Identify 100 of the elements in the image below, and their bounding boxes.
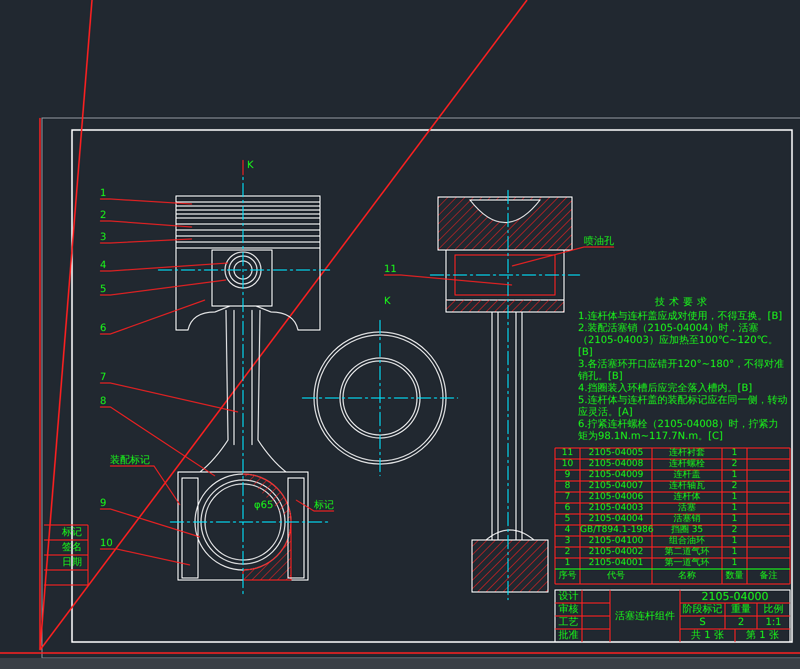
quantity: 1 <box>730 558 738 569</box>
title-block-text: 重量 <box>730 604 752 615</box>
leader-line <box>296 500 334 512</box>
leader-line <box>100 300 206 334</box>
title-block-text: 1:1 <box>764 617 783 628</box>
part-code: 2105-04005 <box>588 448 644 459</box>
leader-line <box>100 238 192 244</box>
title-block-text: 审核 <box>558 604 580 615</box>
callout-number: 2 <box>100 210 106 221</box>
title-block-text: 2 <box>736 617 746 628</box>
quantity: 2 <box>730 459 738 470</box>
drawing-title: 活塞连杆组件 <box>614 610 676 622</box>
requirement-text: 6.拧紧连杆螺栓（2105-04008）时，拧紧力矩为98.1N.m~117.7N.m。[C] <box>578 419 780 443</box>
item-number: 8 <box>564 481 572 492</box>
callout-number: 7 <box>100 372 106 383</box>
dimension-text: φ65 <box>254 500 274 511</box>
callout-number: 9 <box>100 498 106 509</box>
heading: 技术要求 <box>654 297 712 308</box>
part-name: 连杆衬套 <box>668 448 706 458</box>
item-number: 4 <box>564 525 572 536</box>
part-name: 连杆体 <box>672 492 702 502</box>
title-block-text: 第 1 张 <box>745 630 780 641</box>
item-number: 2 <box>564 547 572 558</box>
requirement-text: 2.装配活塞销（2105-04004）时，活塞（2105-04003）应加热至100℃~120℃。[B] <box>578 323 779 358</box>
part-code: 2105-04006 <box>588 492 644 503</box>
column-header: 备注 <box>758 571 778 582</box>
callout-number: 5 <box>100 284 106 295</box>
leader-line <box>384 274 512 286</box>
leader-line <box>100 262 228 272</box>
annotation-text: 喷油孔 <box>584 236 614 247</box>
requirement-text: 1.连杆体与连杆盖应成对使用，不得互换。[B] <box>578 311 784 322</box>
column-header: 序号 <box>558 571 578 582</box>
title-block-text: 阶段标记 <box>682 604 724 615</box>
part-name: 连杆螺栓 <box>668 459 706 469</box>
requirement-text: 4.挡圈装入环槽后应完全落入槽内。[B] <box>578 383 754 394</box>
leader-line <box>110 466 180 506</box>
item-number: 6 <box>564 503 572 514</box>
callout-number: 4 <box>100 260 106 271</box>
title-block-text: 工艺 <box>558 617 580 628</box>
item-number: 9 <box>564 470 572 481</box>
annotation-text: 标记 <box>314 500 334 511</box>
part-name: 第一道气环 <box>664 558 710 569</box>
part-name: 连杆轴瓦 <box>668 481 706 492</box>
part-name: 第二道气环 <box>664 547 710 558</box>
annotation-text: 装配标记 <box>110 455 150 466</box>
title-block-text: 共 1 张 <box>690 630 725 641</box>
item-number: 7 <box>564 492 572 503</box>
quantity: 2 <box>730 525 738 536</box>
leader-line <box>512 246 614 266</box>
item-number: 1 <box>564 558 572 569</box>
item-number: 10 <box>560 459 574 470</box>
leader-line <box>100 406 216 476</box>
quantity: 1 <box>730 448 738 459</box>
quantity: 2 <box>730 481 738 492</box>
item-number: 11 <box>560 448 574 459</box>
leader-line <box>100 382 238 412</box>
requirement-text: 5.连杆体与连杆盖的装配标记应在同一侧，转动应灵活。[A] <box>578 395 788 418</box>
title-block-text: 设计 <box>558 591 580 602</box>
leader-line <box>100 508 200 538</box>
quantity: 1 <box>730 514 738 525</box>
title-block-text: S <box>698 617 707 628</box>
leader-line <box>100 548 190 566</box>
quantity: 1 <box>730 547 738 558</box>
leader-line <box>100 280 226 296</box>
view-label: K <box>384 296 391 307</box>
quantity: 1 <box>730 470 738 481</box>
part-code: 2105-04007 <box>588 481 644 492</box>
quantity: 1 <box>730 536 738 547</box>
part-code: 2105-04100 <box>588 536 644 547</box>
item-number: 3 <box>564 536 572 547</box>
part-code: 2105-04004 <box>588 514 644 525</box>
callout-number: 11 <box>384 264 397 275</box>
item-number: 5 <box>564 514 572 525</box>
part-name: 挡圈 35 <box>670 525 704 536</box>
requirement-text: 3.各活塞环开口应错开120°~180°，不得对准销孔。[B] <box>578 359 786 382</box>
title-block-text: 比例 <box>762 604 784 615</box>
title-block-text: 批准 <box>558 630 580 641</box>
callout-number: 10 <box>100 538 113 549</box>
leader-line <box>100 220 192 228</box>
part-name: 组合油环 <box>668 536 706 546</box>
column-header: 代号 <box>606 571 626 582</box>
callout-number: 1 <box>100 188 106 199</box>
callout-number: 8 <box>100 396 106 407</box>
part-code: 2105-04002 <box>588 547 644 558</box>
column-header: 数量 <box>724 571 744 582</box>
quantity: 1 <box>730 503 738 514</box>
callout-number: 3 <box>100 232 106 243</box>
drawing-number: 2105-04000 <box>700 591 770 602</box>
part-name: 活塞 <box>677 503 697 514</box>
part-code: 2105-04009 <box>588 470 644 481</box>
part-code: 2105-04008 <box>588 459 644 470</box>
quantity: 1 <box>730 492 738 503</box>
part-name: 连杆盖 <box>672 470 702 480</box>
part-code: 2105-04001 <box>588 558 644 569</box>
leader-line <box>100 198 192 204</box>
column-header: 名称 <box>677 571 697 582</box>
view-label: K <box>247 160 254 171</box>
part-code: 2105-04003 <box>588 503 644 514</box>
callout-number: 6 <box>100 323 106 334</box>
part-name: 活塞销 <box>672 514 702 524</box>
